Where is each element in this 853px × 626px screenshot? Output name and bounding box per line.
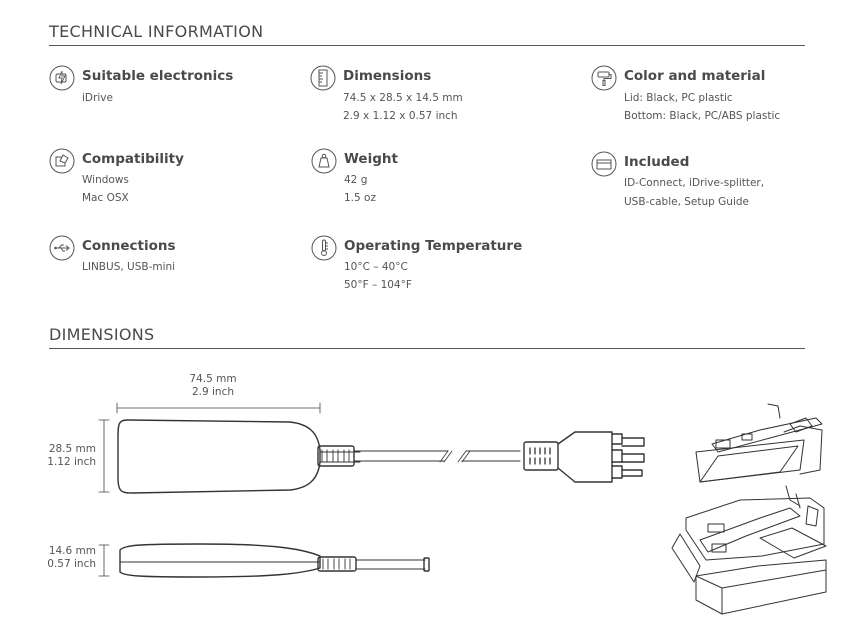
- spec-line: ID-Connect, iDrive-splitter,: [624, 177, 765, 189]
- dimensions-rule: [49, 348, 805, 349]
- device-top-view: [117, 419, 645, 494]
- spec-line: USB-cable, Setup Guide: [624, 196, 750, 208]
- spec-line: 10°C – 40°C: [344, 261, 408, 273]
- dimensions-heading: DIMENSIONS: [49, 325, 155, 344]
- spec-line: 2.9 x 1.12 x 0.57 inch: [343, 110, 458, 122]
- spec-line: Lid: Black, PC plastic: [624, 92, 733, 104]
- spec-line: 1.5 oz: [344, 192, 376, 204]
- dimensions-ruler-icon: [310, 65, 336, 91]
- spec-title: Connections: [82, 238, 176, 254]
- spec-line: Windows: [82, 174, 129, 186]
- length-mm: 74.5 mm: [189, 373, 237, 385]
- height-mm: 14.6 mm: [48, 545, 96, 557]
- length-dimension-line: [116, 402, 321, 414]
- compatibility-icon: [49, 148, 75, 174]
- spec-title: Dimensions: [343, 68, 432, 84]
- length-inch: 2.9 inch: [191, 386, 235, 398]
- width-label: 28.5 mm 1.12 inch: [30, 443, 96, 469]
- spec-line: 74.5 x 28.5 x 14.5 mm: [343, 92, 463, 104]
- spec-line: LINBUS, USB-mini: [82, 261, 176, 273]
- package-illustration: [671, 403, 827, 615]
- length-label: 74.5 mm 2.9 inch: [178, 373, 248, 399]
- width-inch: 1.12 inch: [47, 456, 96, 468]
- spec-title: Weight: [344, 151, 398, 167]
- thermometer-icon: [311, 235, 337, 261]
- spec-line: Mac OSX: [82, 192, 129, 204]
- height-dimension-line: [98, 544, 110, 577]
- spec-title: Suitable electronics: [82, 68, 234, 84]
- height-inch: 0.57 inch: [47, 558, 96, 570]
- spec-title: Color and material: [624, 68, 766, 84]
- spec-line: Bottom: Black, PC/ABS plastic: [624, 110, 781, 122]
- electronics-icon: [49, 65, 75, 91]
- paint-roller-icon: [591, 65, 617, 91]
- technical-information-heading: TECHNICAL INFORMATION: [49, 22, 264, 41]
- spec-line: iDrive: [82, 92, 113, 104]
- width-dimension-line: [98, 419, 110, 493]
- weight-icon: [311, 148, 337, 174]
- spec-line: 42 g: [344, 174, 368, 186]
- spec-title: Operating Temperature: [344, 238, 523, 254]
- technical-information-rule: [49, 45, 805, 46]
- device-side-view: [119, 543, 430, 578]
- box-icon: [591, 151, 617, 177]
- spec-title: Compatibility: [82, 151, 184, 167]
- width-mm: 28.5 mm: [48, 443, 96, 455]
- height-label: 14.6 mm 0.57 inch: [30, 545, 96, 571]
- usb-icon: [49, 235, 75, 261]
- spec-line: 50°F – 104°F: [344, 279, 412, 291]
- spec-title: Included: [624, 154, 690, 170]
